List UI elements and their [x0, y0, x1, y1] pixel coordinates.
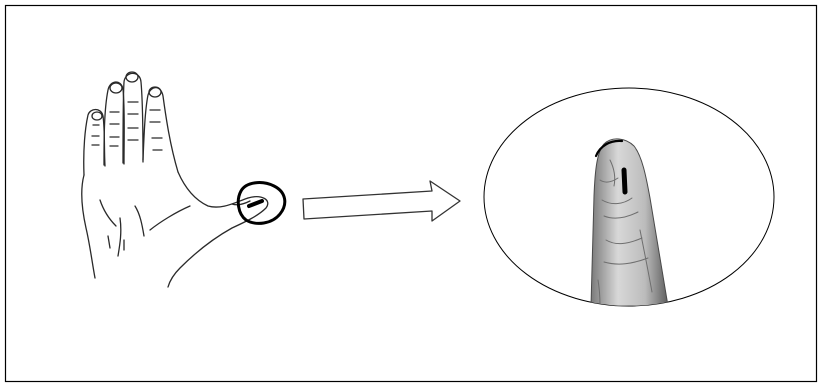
nail-ink-mark: [594, 139, 624, 158]
arrow-right-icon: [302, 180, 461, 222]
hand-illustration: [81, 71, 269, 288]
magnified-finger: [590, 138, 669, 306]
thumb-marker: [236, 181, 287, 225]
magnified-view: [483, 87, 775, 307]
ink-line-mark: [621, 167, 628, 195]
